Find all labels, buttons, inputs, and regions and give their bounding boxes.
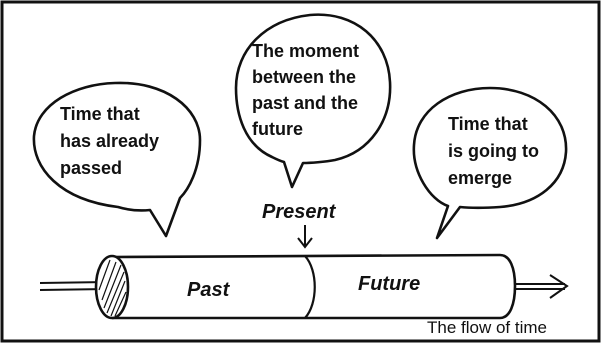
bubble-present-line: The moment [252,41,359,61]
bubble-present-line: past and the [252,93,358,113]
present-label: Present [262,201,337,223]
bubble-future-line: is going to [448,141,539,161]
bubble-future-line: emerge [448,168,512,188]
tube-label-future: Future [358,273,420,295]
bubble-future [412,86,568,240]
bubble-present-line: between the [252,67,356,87]
bubble-future-text: Time that is going to emerge [448,114,539,188]
bubble-past-line: Time that [60,104,140,124]
tube-cap-hatching [98,259,127,317]
time-tube [94,253,517,320]
present-divider [304,255,316,319]
arrow-right-icon [515,274,569,299]
bubble-past-line: passed [60,158,122,178]
bubble-past-text: Time that has already passed [60,104,159,178]
bubble-past [32,81,202,238]
tube-label-past: Past [187,279,231,301]
bubble-future-line: Time that [448,114,528,134]
caption: The flow of time [427,318,547,337]
bubble-present-text: The moment between the past and the futu… [252,41,359,139]
bubble-present-line: future [252,119,303,139]
bubble-past-line: has already [60,131,159,151]
arrow-down-icon [297,225,313,249]
bubble-present [234,13,392,189]
